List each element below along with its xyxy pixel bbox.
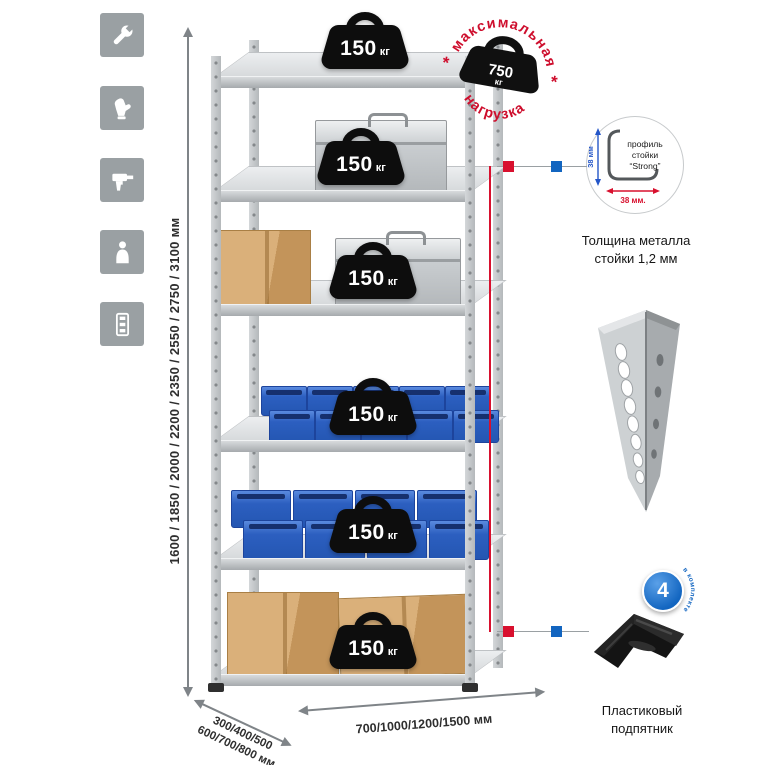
- stamp-load-value: 750: [487, 61, 515, 82]
- profile-width-dimension: 38 мм.: [606, 188, 660, 205]
- svg-text:38 мм: 38 мм: [587, 146, 595, 168]
- feature-tile-drill: [100, 158, 144, 202]
- foot-caption-line1: Пластиковый: [601, 703, 683, 718]
- weight-icon: [329, 496, 417, 553]
- cardboard-box: [219, 230, 311, 306]
- shelf-load-value: 150: [336, 153, 373, 176]
- feature-tile-gloves: [100, 86, 144, 130]
- shelf-front-edge: [213, 76, 469, 88]
- feature-tile-wrench: [100, 13, 144, 57]
- shelf-load-unit: кг: [387, 412, 398, 424]
- shelf-load-value: 150: [348, 267, 385, 290]
- profile-label: “Strong”: [629, 161, 660, 171]
- storage-bin: [429, 520, 489, 560]
- foot-marker-red: [503, 626, 514, 637]
- rack-post-front-left: [211, 56, 221, 690]
- rack-post-front-right: [465, 56, 475, 690]
- foot-marker-blue: [551, 626, 562, 637]
- shelf-load-value: 150: [348, 403, 385, 426]
- profile-caption-line2: стойки 1,2 мм: [594, 250, 678, 266]
- profile-cross-section: [607, 129, 659, 181]
- perforated-angle-post-image: [598, 310, 680, 512]
- quantity-badge: 4: [642, 570, 684, 612]
- shelf-front-edge: [213, 558, 469, 570]
- max-load-stamp: максимальная нагрузка * * 750 кг: [428, 0, 574, 142]
- svg-text:нагрузка: нагрузка: [458, 89, 531, 128]
- storage-bin: [269, 410, 315, 443]
- rack-foot: [462, 683, 478, 692]
- shelf-load-unit: кг: [379, 46, 390, 58]
- post-marker-blue: [551, 161, 562, 172]
- storage-bin: [453, 410, 499, 443]
- foot-caption: Пластиковый подпятник: [574, 702, 710, 737]
- plastic-foot-image: [594, 614, 684, 668]
- rack-icon: [115, 312, 129, 336]
- stamp-load-unit: кг: [494, 76, 504, 87]
- weight-icon: [329, 242, 417, 299]
- post-profile-detail: 38 мм 38 мм. профиль стойки “Strong”: [586, 116, 684, 214]
- width-dimension-label: 700/1000/1200/1500 мм: [355, 711, 493, 737]
- drill-icon: [111, 173, 133, 191]
- shelf-load-value: 150: [348, 521, 385, 544]
- weight-icon: [459, 36, 539, 94]
- storage-bin: [243, 520, 303, 560]
- shelf-front-edge: [213, 674, 469, 686]
- profile-caption-line1: Толщина металла: [581, 233, 691, 248]
- height-dimension-label: 1600 / 1850 / 2000 / 2200 / 2350 / 2550 …: [167, 217, 182, 565]
- shelf-load-unit: кг: [387, 646, 398, 658]
- post-marker-red: [503, 161, 514, 172]
- stamp-arc-bottom-text: нагрузка: [458, 89, 531, 128]
- profile-label: стойки: [632, 150, 658, 160]
- post-highlight-line: [489, 166, 491, 632]
- shelf-load-unit: кг: [387, 530, 398, 542]
- shelf-front-edge: [213, 304, 469, 316]
- badge-value: 4: [657, 579, 669, 602]
- connector-line-bottom: [497, 631, 589, 632]
- badge-arc-text: в комплекте: [681, 566, 695, 613]
- shelf-load-value: 150: [348, 637, 385, 660]
- rack-post-back-left: [249, 40, 259, 668]
- svg-text:38 мм.: 38 мм.: [620, 196, 645, 205]
- rack-foot: [208, 683, 224, 692]
- weight-icon: [329, 378, 417, 435]
- wrench-icon: [113, 23, 134, 44]
- stamp-star-left: *: [441, 53, 451, 73]
- foot-caption-line2: подпятник: [611, 720, 673, 736]
- profile-caption: Толщина металла стойки 1,2 мм: [568, 232, 704, 267]
- height-dimension-line: [183, 27, 193, 697]
- width-dimension-line: [299, 690, 544, 712]
- gloves-icon: [114, 97, 131, 119]
- profile-height-dimension: 38 мм: [587, 128, 601, 186]
- shelf-load-unit: кг: [387, 276, 398, 288]
- shelf-front-edge: [213, 190, 469, 202]
- person-icon: [115, 240, 129, 263]
- weight-icon: [321, 12, 409, 69]
- shelf-load-value: 150: [340, 37, 377, 60]
- profile-label: профиль: [627, 139, 663, 149]
- feature-tile-rack: [100, 302, 144, 346]
- shelf-front-edge: [213, 440, 469, 452]
- connector-line-top: [497, 166, 587, 167]
- stamp-star-right: *: [549, 72, 559, 92]
- weight-icon: [329, 612, 417, 669]
- weight-icon: [317, 128, 405, 185]
- feature-tile-person: [100, 230, 144, 274]
- shelf-load-unit: кг: [375, 162, 386, 174]
- rack-post-back-right: [493, 40, 503, 668]
